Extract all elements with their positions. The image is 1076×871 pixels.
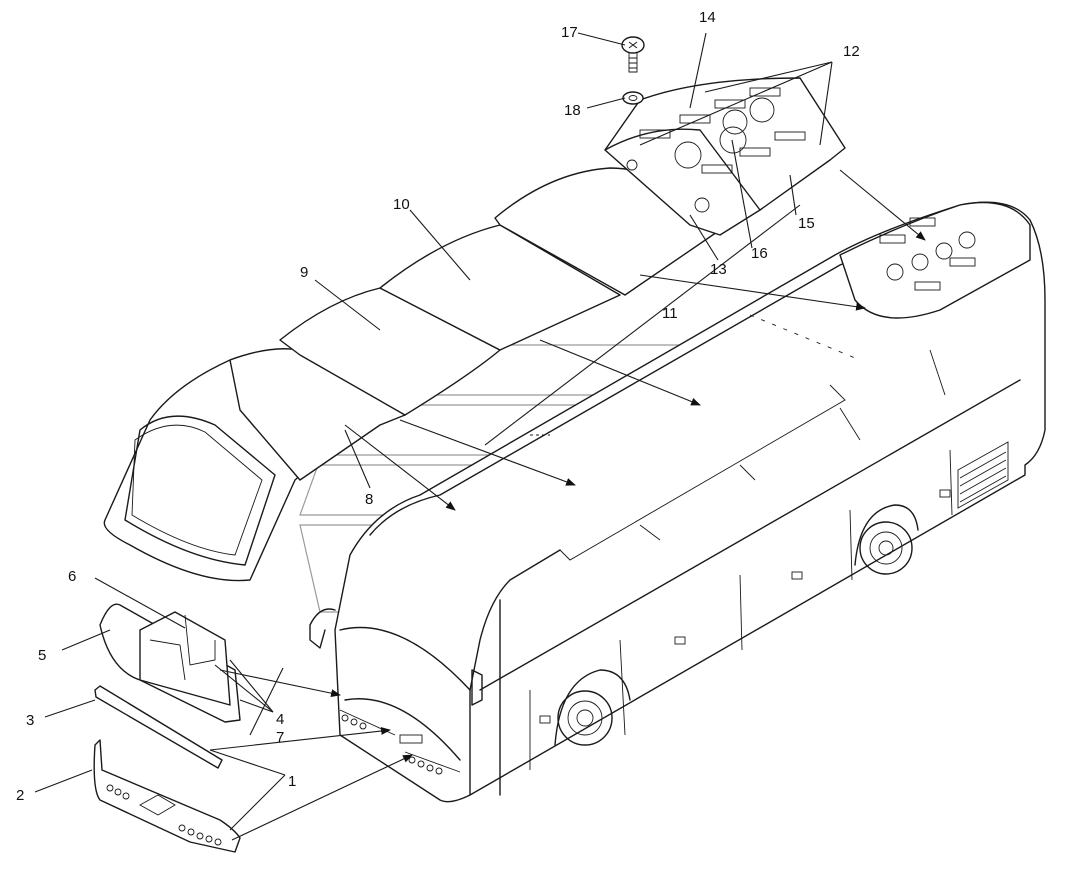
callout-5: 5: [38, 647, 46, 664]
roof-ac-unit: [604, 77, 846, 236]
callout-12: 12: [843, 43, 860, 60]
roof-panel-8: [229, 348, 406, 481]
callout-11: 11: [662, 305, 678, 322]
callout-6: 6: [68, 568, 76, 585]
callout-10: 10: [393, 196, 410, 213]
callout-15: 15: [798, 215, 815, 232]
callout-1: 1: [288, 773, 296, 790]
front-bumper-2: [93, 739, 241, 853]
callout-9: 9: [300, 264, 308, 281]
front-panel-5-6: [99, 603, 241, 723]
callout-8: 8: [365, 491, 373, 508]
callout-16: 16: [751, 245, 768, 262]
callout-13: 13: [710, 261, 727, 278]
washer-18: [622, 91, 644, 105]
callout-17: 17: [561, 24, 578, 41]
callout-7: 7: [276, 729, 284, 746]
callout-18: 18: [564, 102, 581, 119]
leader-lines: [34, 32, 926, 841]
callout-3: 3: [26, 712, 34, 729]
callout-2: 2: [16, 787, 24, 804]
callout-labels: 1 2 3 4 5 6 7 8 9 10 11 12 13 14 15 16 1…: [16, 9, 860, 804]
callout-4: 4: [276, 711, 284, 728]
bolt-17: [621, 36, 645, 73]
callout-14: 14: [699, 9, 716, 26]
front-strip-3: [94, 685, 223, 769]
bus-body: [309, 201, 1046, 803]
